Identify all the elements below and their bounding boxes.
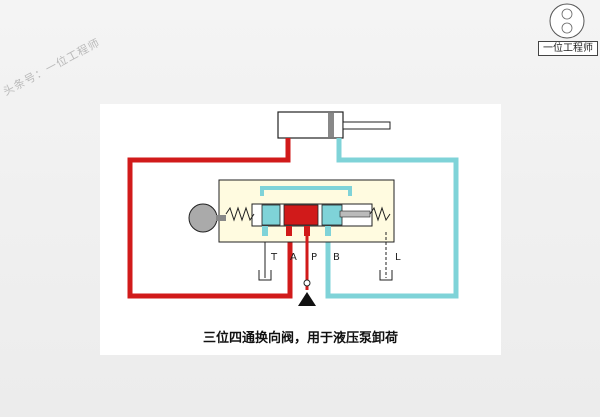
cylinder-rod (342, 121, 391, 130)
spool-land-left (261, 204, 281, 226)
left-spring (225, 206, 255, 222)
spool-land-right (321, 204, 343, 226)
pressure-line (127, 138, 293, 299)
port-label-P: P (311, 252, 317, 263)
spool-stem (339, 210, 371, 218)
port-label-B: B (333, 252, 340, 263)
port-channel-B (325, 226, 331, 236)
port-channel-T (262, 226, 268, 236)
right-spring (369, 206, 391, 222)
tank-L (379, 232, 393, 281)
logo-inner-bottom-icon (561, 22, 573, 34)
port-label-A: A (290, 252, 297, 263)
solenoid-actuator (188, 203, 226, 233)
logo-label: 一位工程师 (538, 41, 598, 56)
valve-upper-passage (260, 186, 352, 196)
tank-L-icon (379, 270, 393, 281)
port-label-T: T (270, 252, 278, 263)
diagram-caption: 三位四通换向阀，用于液压泵卸荷 (202, 331, 398, 346)
logo-circle-icon (549, 3, 585, 39)
logo-emblem (549, 3, 585, 39)
logo-inner-top-icon (561, 8, 573, 20)
port-channel-A (286, 226, 292, 236)
directional-valve (218, 179, 395, 243)
cylinder-piston (328, 113, 334, 137)
pump-supply (298, 236, 316, 306)
spool-land-center (283, 204, 319, 226)
hydraulic-cylinder (277, 111, 391, 139)
check-valve-icon (303, 279, 311, 287)
port-channel-P (304, 226, 310, 236)
tank-T-icon (258, 270, 272, 281)
tank-T (258, 242, 272, 281)
pump-triangle-icon (298, 292, 316, 306)
solenoid-stem (216, 215, 226, 221)
solenoid-knob-icon (188, 203, 218, 233)
port-label-L: L (395, 252, 401, 263)
return-line (325, 138, 459, 299)
